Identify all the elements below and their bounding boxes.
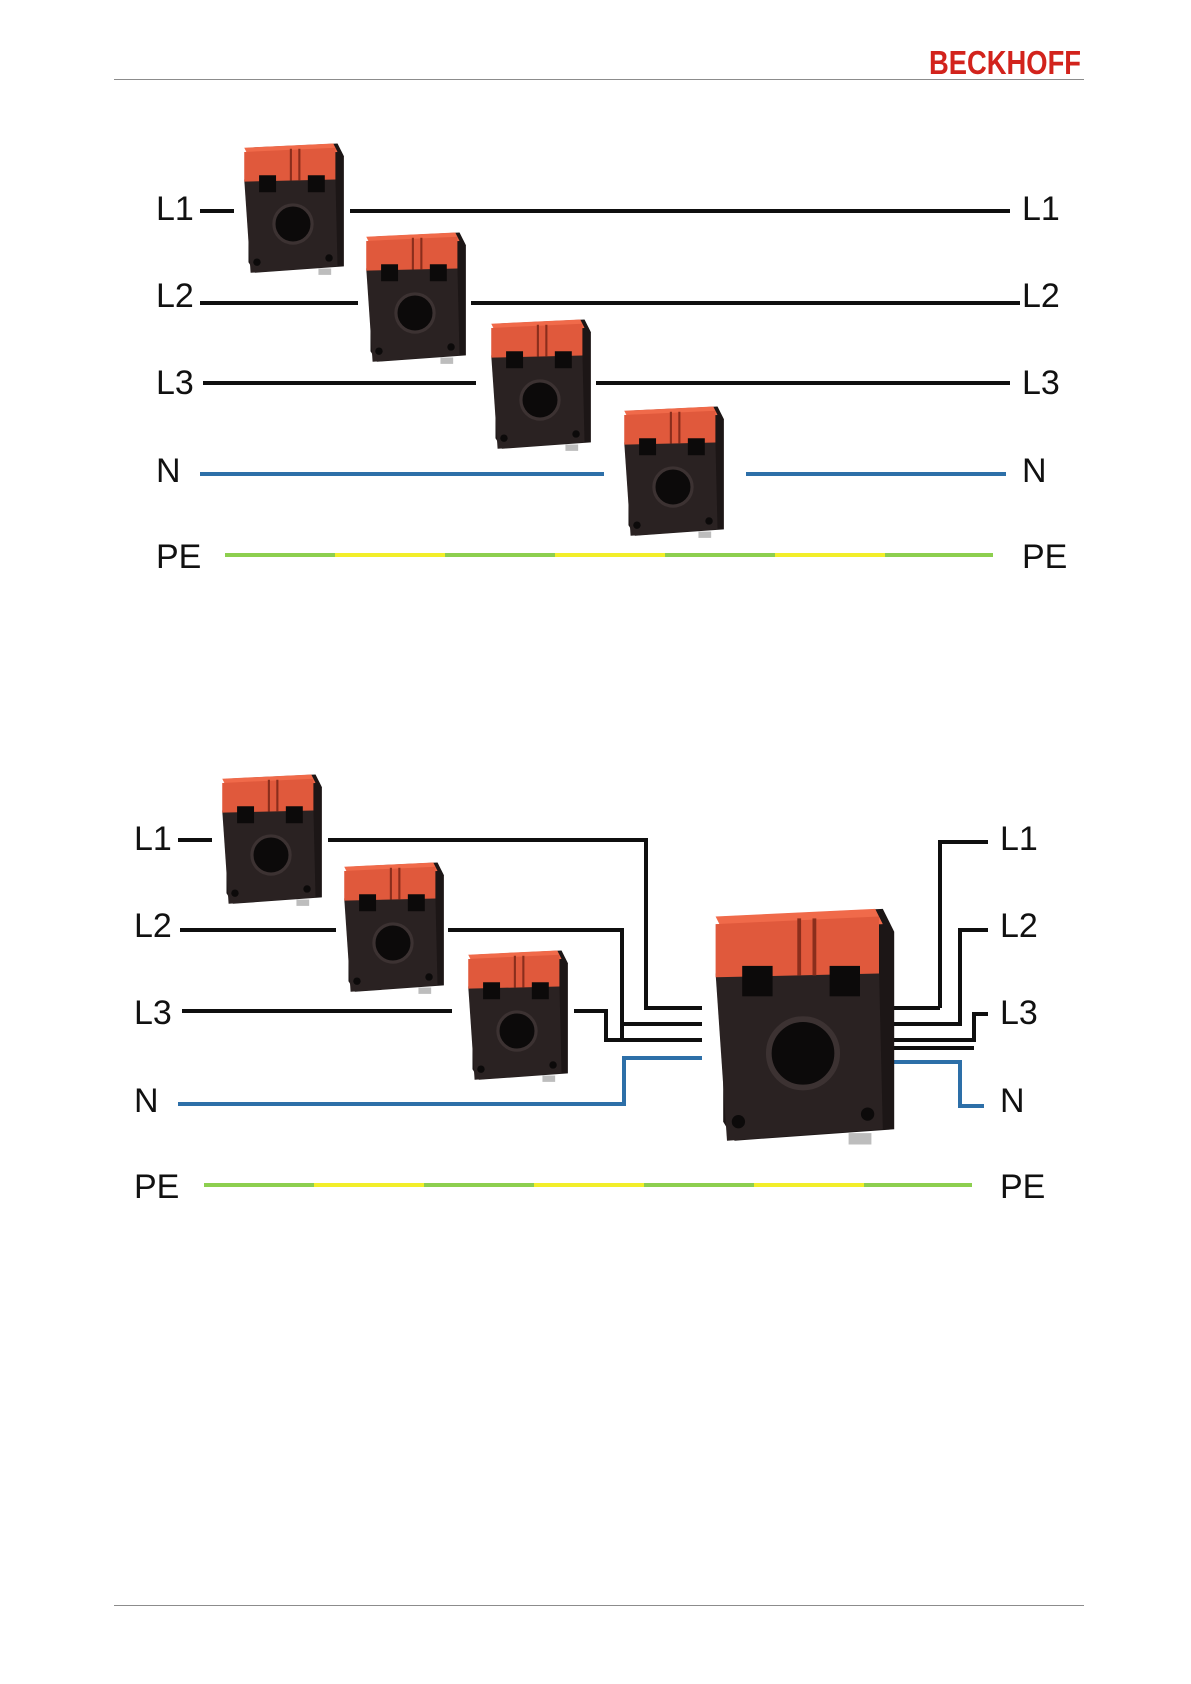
top-ct-l3-icon	[491, 319, 591, 450]
bottom-label-right-l2: L2	[1000, 907, 1038, 945]
diagram-bottom: L1 L2 L3 N PE L1 L2 L3 N PE	[134, 774, 1045, 1206]
top-label-left-l3: L3	[156, 364, 194, 402]
top-label-left-l2: L2	[156, 277, 194, 315]
top-label-right-n: N	[1022, 452, 1047, 490]
bottom-label-left-pe: PE	[134, 1168, 179, 1206]
bottom-ct-l3-icon	[468, 950, 568, 1081]
bottom-label-right-l1: L1	[1000, 820, 1038, 858]
top-label-right-l3: L3	[1022, 364, 1060, 402]
top-ct-l1-icon	[244, 143, 344, 274]
top-label-left-n: N	[156, 452, 181, 490]
top-label-left-pe: PE	[156, 538, 201, 576]
bottom-label-left-l1: L1	[134, 820, 172, 858]
diagram-top: L1 L2 L3 N PE L1 L2 L3 N PE	[156, 143, 1067, 576]
bottom-label-right-l3: L3	[1000, 994, 1038, 1032]
top-label-right-l1: L1	[1022, 190, 1060, 228]
bottom-ct-l2-icon	[344, 862, 444, 993]
bottom-label-left-l3: L3	[134, 994, 172, 1032]
bottom-label-right-n: N	[1000, 1082, 1025, 1120]
top-label-right-l2: L2	[1022, 277, 1060, 315]
bottom-summation-ct-icon	[716, 909, 895, 1145]
bottom-label-right-pe: PE	[1000, 1168, 1045, 1206]
bottom-label-left-n: N	[134, 1082, 159, 1120]
top-label-left-l1: L1	[156, 190, 194, 228]
top-ct-n-icon	[624, 406, 724, 537]
top-label-right-pe: PE	[1022, 538, 1067, 576]
bottom-ct-l1-icon	[222, 774, 322, 905]
top-ct-l2-icon	[366, 232, 466, 363]
bottom-label-left-l2: L2	[134, 907, 172, 945]
